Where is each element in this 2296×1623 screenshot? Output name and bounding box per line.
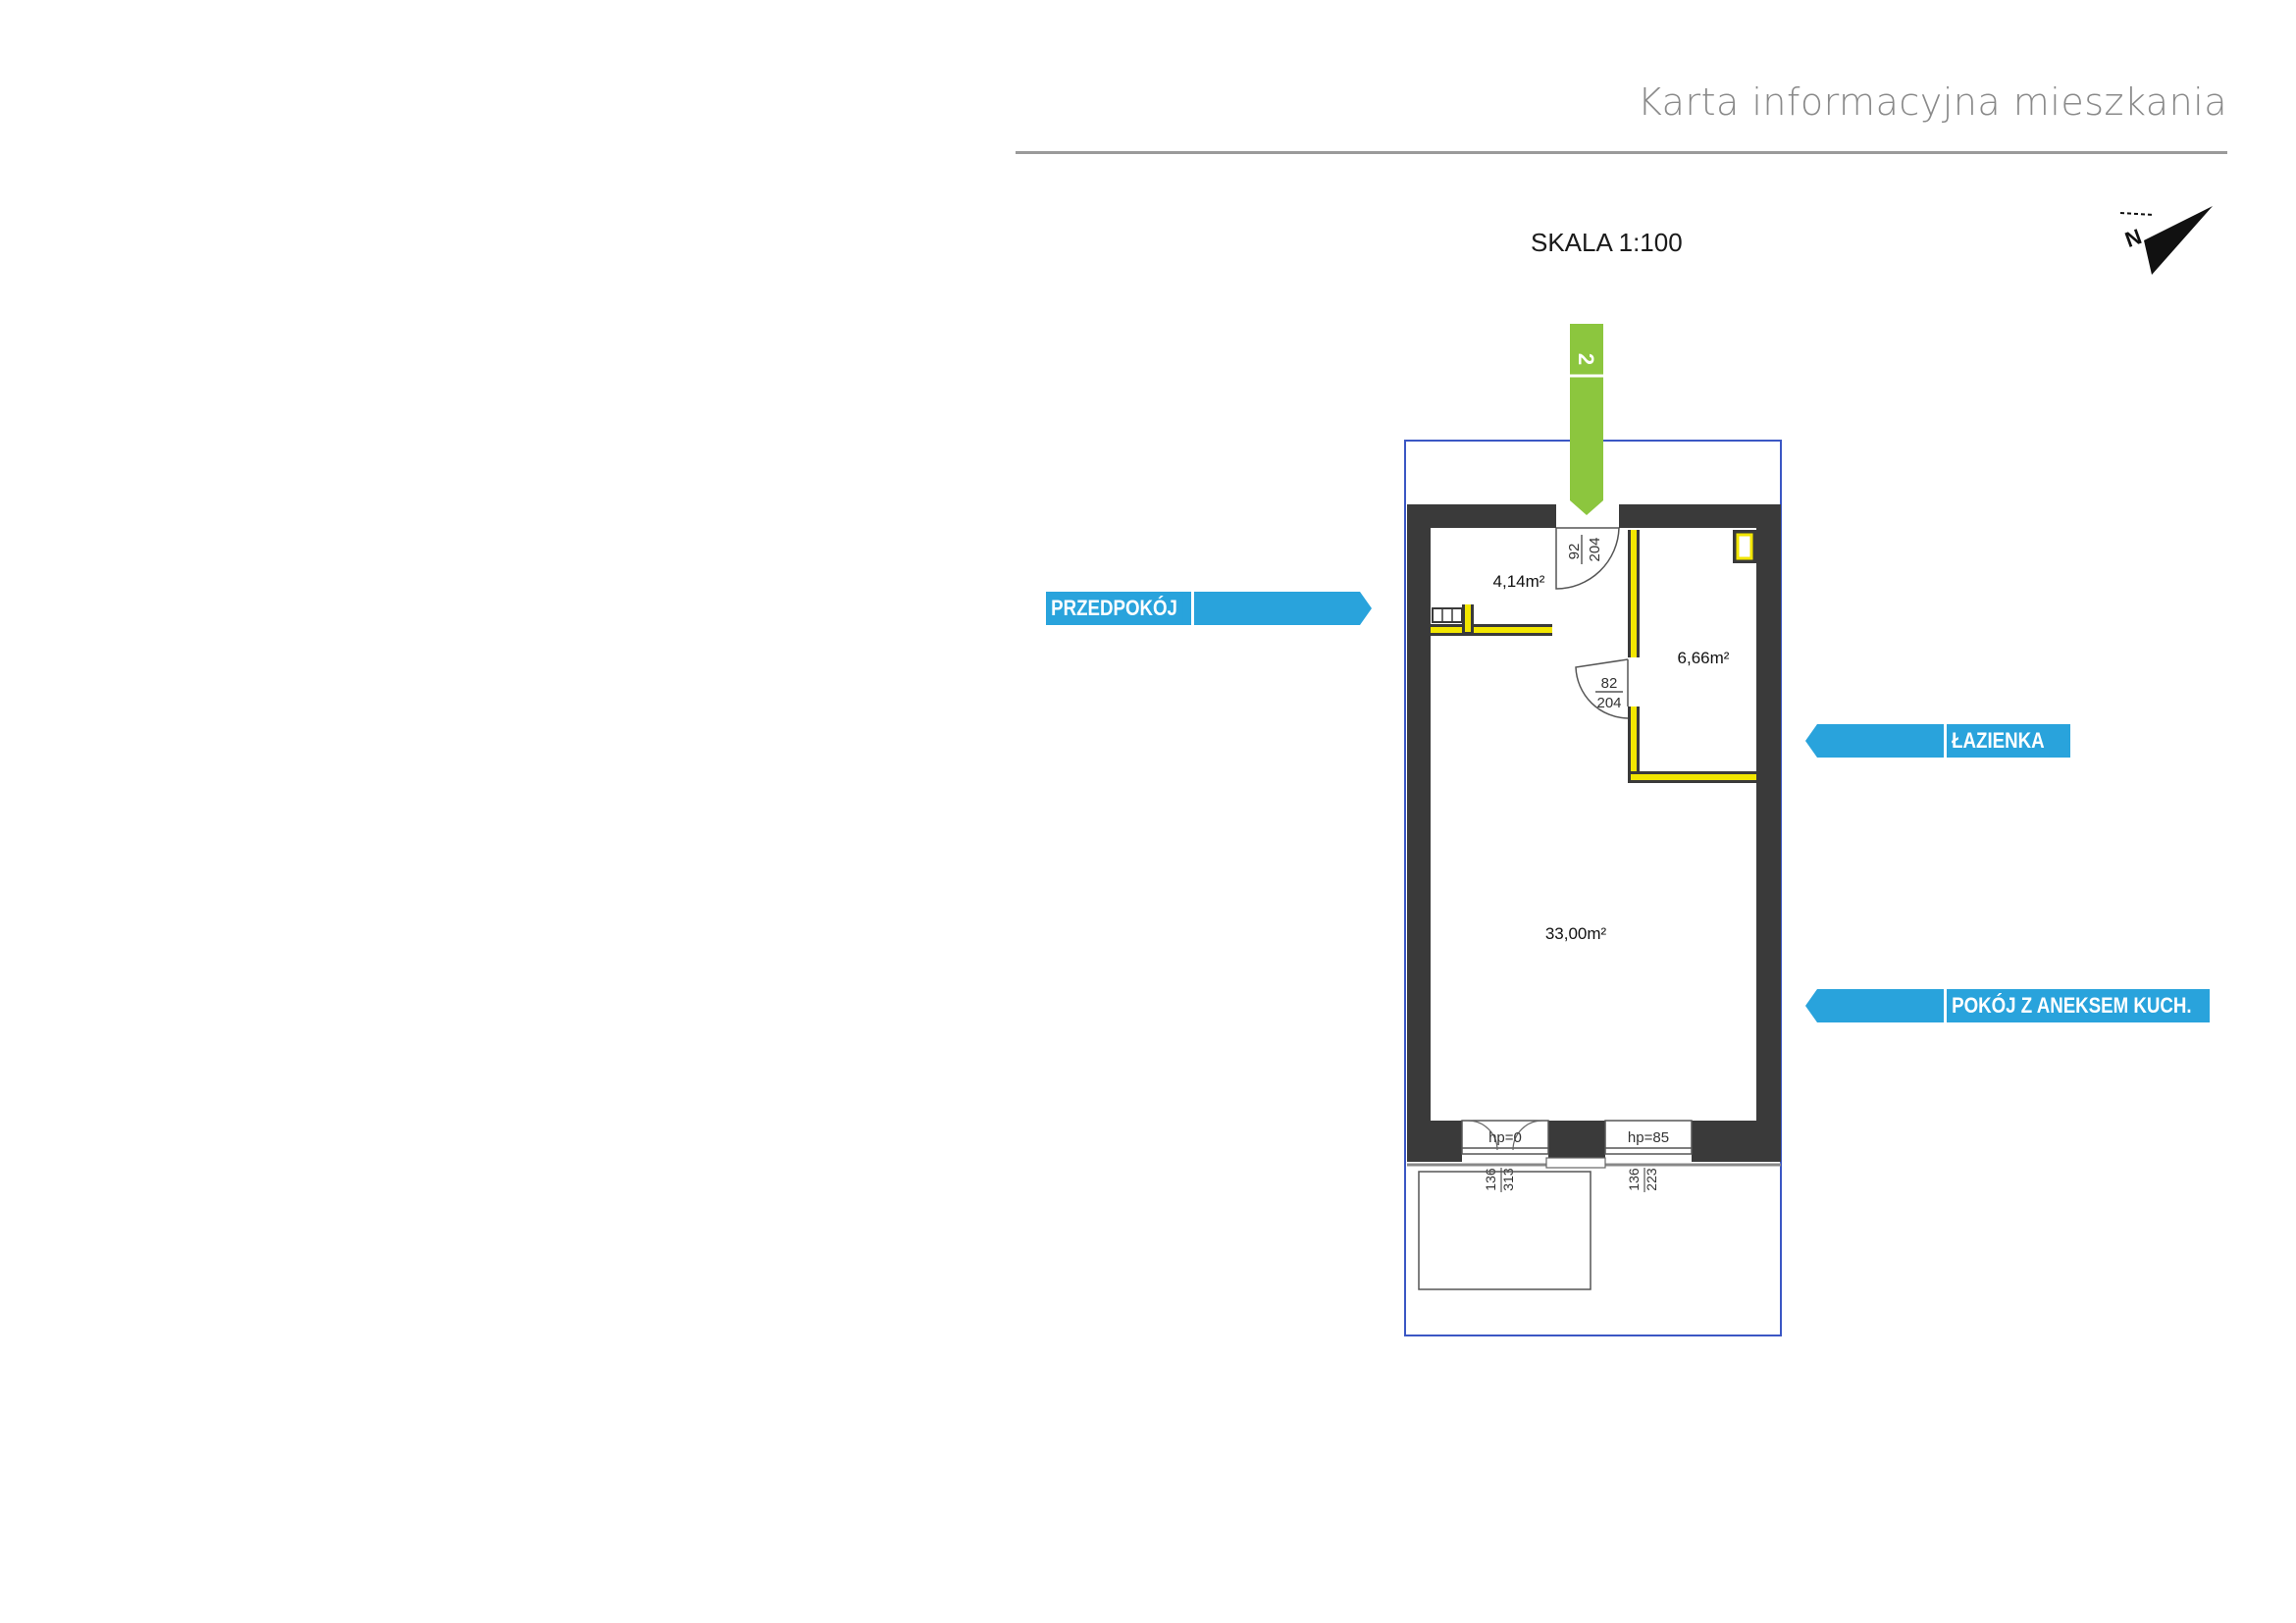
entrance-door (1555, 527, 1620, 590)
window-right-height: 223 (1644, 1168, 1659, 1191)
living-area: 33,00m² (1545, 924, 1607, 943)
living-name: POKÓJ Z ANEKSEM KUCH. (1947, 989, 2197, 1022)
window-right-sill: hp=85 (1628, 1129, 1669, 1146)
scale-label: SKALA 1:100 (1531, 228, 1683, 257)
page-title: Karta informacyjna mieszkania (1637, 80, 2227, 124)
window-left-height: 313 (1500, 1168, 1516, 1191)
title-divider (1016, 151, 2227, 154)
window-right-width: 136 (1626, 1168, 1642, 1191)
window-left-sill: hp=0 (1488, 1129, 1522, 1146)
entrance-marker: 2 (1570, 324, 1603, 515)
balcony (1418, 1171, 1592, 1290)
window-left (1461, 1120, 1549, 1155)
bathroom-door (1575, 658, 1629, 719)
hall-area: 4,14m² (1493, 572, 1545, 591)
plot-outline (1404, 440, 1782, 1336)
entrance-door-width: 92 (1566, 544, 1583, 560)
bathroom-area: 6,66m² (1678, 649, 1730, 667)
bathroom-door-height: 204 (1596, 695, 1621, 711)
entrance-door-height: 204 (1587, 537, 1603, 561)
window-left-width: 136 (1483, 1168, 1498, 1191)
bathroom-door-width: 82 (1601, 675, 1618, 692)
window-right (1604, 1120, 1693, 1155)
hall-name: PRZEDPOKÓJ (1046, 592, 1183, 625)
exterior-walls (1407, 504, 1781, 1162)
north-arrow-icon: N (2119, 206, 2213, 275)
entrance-number: 2 (1574, 353, 1598, 365)
interior-partitions (1431, 530, 1756, 783)
bathroom-name: ŁAZIENKA (1947, 724, 2050, 758)
